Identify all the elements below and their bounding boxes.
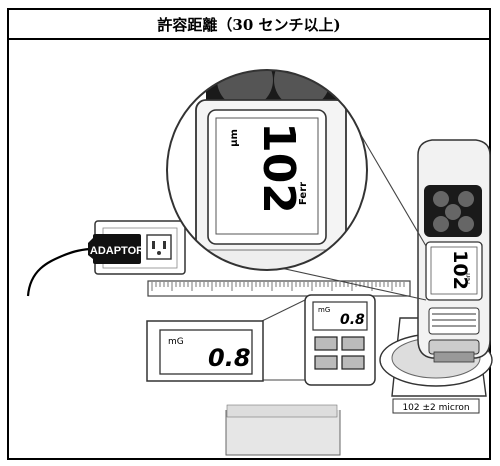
thickness-gauge: 102 Ferr: [417, 139, 491, 363]
magnetometer-zoom-unit: mG: [168, 337, 184, 347]
adaptor-plug: ADAPTOR: [88, 234, 144, 264]
title-text: 許容距離（30 センチ以上): [157, 15, 341, 34]
magnetometer: mG 0.8: [304, 294, 376, 386]
magnetometer-zoom: mG 0.8: [146, 320, 264, 382]
magnetometer-small-reading: 0.8: [340, 312, 365, 328]
magnetometer-zoom-reading: 0.8: [208, 344, 251, 372]
gauge-mode: Ferr: [465, 272, 472, 284]
callout-mode: Ferr: [298, 182, 309, 205]
power-cable: [26, 247, 91, 297]
gauge-reading: 102: [449, 250, 471, 290]
sample-plate-label: 102 ±2 micron: [402, 403, 469, 413]
title-bar: 許容距離（30 センチ以上): [9, 10, 489, 40]
magnetometer-small-unit: mG: [318, 306, 330, 314]
callout-unit: µm: [229, 129, 240, 147]
callout-circle: µm 102 Ferr: [166, 69, 368, 271]
adaptor-label: ADAPTOR: [90, 245, 144, 257]
callout-reading: 102: [253, 122, 304, 214]
ruler: [147, 280, 411, 297]
